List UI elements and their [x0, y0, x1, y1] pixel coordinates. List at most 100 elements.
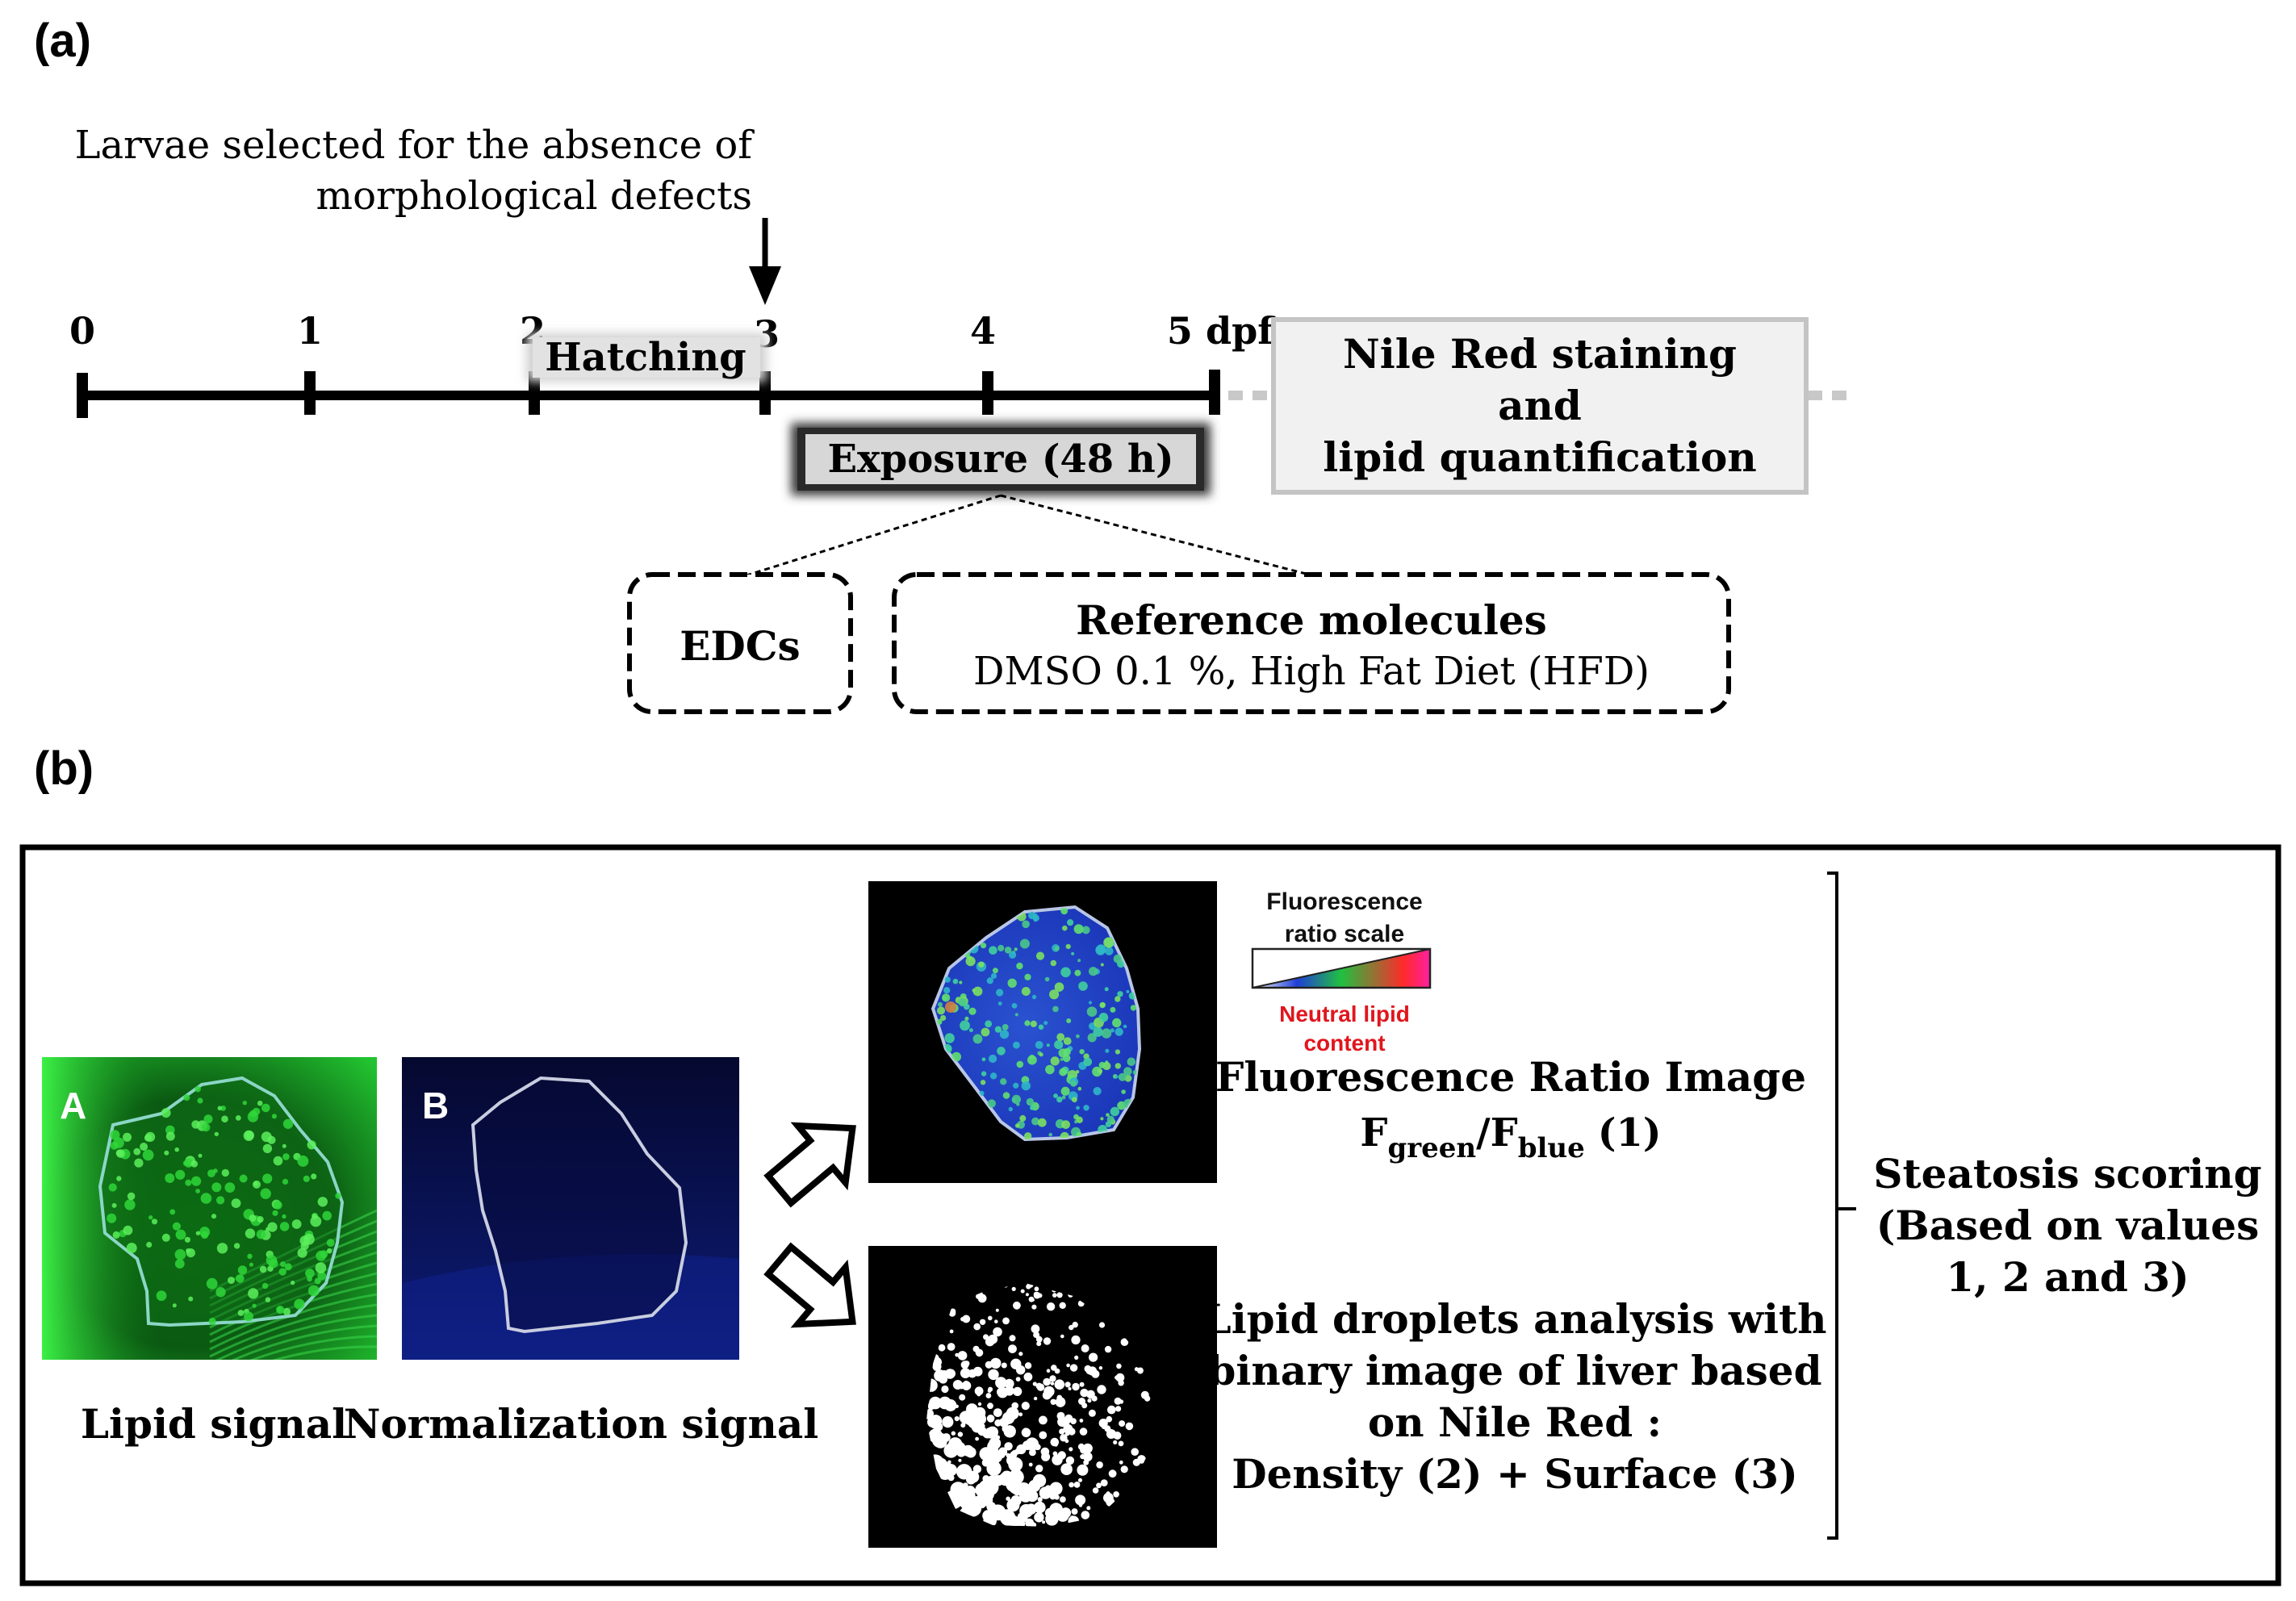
- binary-droplet: [1052, 1293, 1057, 1298]
- ratio-droplet: [1007, 978, 1017, 989]
- binary-droplet: [1050, 1437, 1060, 1447]
- edcs-box: [627, 572, 853, 714]
- binary-droplet: [1043, 1337, 1052, 1345]
- binary-droplet: [1018, 1412, 1023, 1417]
- binary-droplet: [1104, 1425, 1111, 1432]
- lipid-droplet: [169, 1209, 176, 1215]
- binary-droplet: [1025, 1518, 1035, 1527]
- binary-droplet: [982, 1488, 994, 1501]
- reference-molecules-subtitle: DMSO 0.1 %, High Fat Diet (HFD): [973, 649, 1650, 694]
- binary-droplet: [1011, 1402, 1018, 1410]
- binary-droplet: [1035, 1336, 1043, 1343]
- lipid-droplet: [248, 1288, 259, 1299]
- binary-droplet: [938, 1396, 951, 1410]
- image-b-letter: B: [422, 1085, 449, 1127]
- ratio-droplet: [1013, 1041, 1020, 1049]
- lipid-droplet: [280, 1261, 286, 1268]
- binary-droplet: [1059, 1428, 1065, 1435]
- binary-droplet: [927, 1402, 935, 1411]
- lipid-droplet: [126, 1243, 137, 1253]
- lipid-droplet: [107, 1213, 117, 1223]
- ratio-droplet: [964, 1016, 969, 1021]
- binary-droplet: [1054, 1368, 1060, 1374]
- lipid-droplet: [322, 1210, 332, 1221]
- binary-droplet: [1046, 1302, 1056, 1311]
- lipid-droplet: [303, 1175, 310, 1182]
- binary-droplet: [977, 1368, 981, 1372]
- binary-droplet: [1077, 1464, 1089, 1476]
- exposure-connectors: [743, 494, 1310, 578]
- binary-droplet: [1075, 1494, 1086, 1506]
- binary-droplet: [948, 1309, 956, 1317]
- lipid-droplet: [111, 1202, 117, 1208]
- lipid-droplet: [172, 1303, 177, 1308]
- binary-droplet: [1031, 1304, 1037, 1310]
- lipid-droplet: [134, 1158, 144, 1168]
- ratio-droplet: [936, 1018, 943, 1025]
- binary-droplet: [945, 1421, 950, 1426]
- scoring-line3: 1, 2 and 3): [1946, 1253, 2189, 1301]
- ratio-droplet: [951, 1051, 961, 1062]
- ratio-droplet: [1089, 967, 1098, 976]
- binary-droplet: [1046, 1369, 1051, 1373]
- selection-note-line2: morphological defects: [316, 173, 752, 219]
- lipid-droplet: [188, 1296, 194, 1302]
- binary-droplet: [1054, 1456, 1062, 1464]
- binary-droplet: [1050, 1382, 1055, 1386]
- lipid-droplet: [307, 1140, 316, 1150]
- reference-molecules-box: [892, 572, 1731, 714]
- lipid-droplet: [214, 1131, 219, 1137]
- ratio-droplet: [1110, 1028, 1115, 1033]
- binary-droplet: [955, 1404, 959, 1409]
- lipid-droplet: [315, 1262, 327, 1273]
- lipid-droplet: [228, 1277, 235, 1285]
- binary-droplet: [1096, 1482, 1102, 1489]
- binary-droplet: [934, 1369, 946, 1382]
- binary-droplet: [947, 1474, 955, 1482]
- binary-droplet: [1003, 1425, 1016, 1438]
- binary-droplet: [985, 1361, 993, 1369]
- ratio-droplet: [1030, 1020, 1037, 1027]
- ratio-droplet: [968, 1007, 977, 1015]
- ratio-droplet: [1115, 1075, 1119, 1079]
- binary-droplet: [1049, 1482, 1063, 1495]
- ratio-droplet: [1054, 1040, 1064, 1050]
- ratio-droplet: [1077, 959, 1081, 963]
- scoring-line1: Steatosis scoring: [1873, 1150, 2261, 1198]
- ratio-droplet: [1066, 1018, 1072, 1023]
- lipid-droplet: [211, 1214, 217, 1219]
- lipid-droplet: [252, 1303, 257, 1308]
- lipid-droplet: [200, 1193, 212, 1204]
- binary-droplet: [1034, 1444, 1041, 1451]
- ratio-droplet: [1118, 1072, 1127, 1081]
- droplets-line3: on Nile Red :: [1368, 1398, 1662, 1446]
- ratio-droplet: [942, 993, 951, 1002]
- exposure-box: [791, 423, 1211, 495]
- binary-droplet: [1098, 1366, 1103, 1370]
- binary-droplet: [1015, 1377, 1021, 1382]
- binary-droplet: [1031, 1324, 1040, 1334]
- ratio-droplet: [1106, 1115, 1115, 1123]
- lipid-droplet: [174, 1147, 179, 1152]
- lipid-droplet: [282, 1143, 286, 1148]
- binary-droplet: [1068, 1428, 1076, 1436]
- lipid-droplet: [112, 1231, 120, 1239]
- ratio-droplet: [1098, 1013, 1109, 1022]
- ratio-droplet: [1073, 924, 1084, 934]
- lipid-droplet: [123, 1132, 132, 1142]
- ratio-droplet: [1126, 989, 1130, 993]
- binary-droplet: [1032, 1382, 1037, 1386]
- binary-droplet: [1113, 1491, 1119, 1498]
- binary-droplet: [1021, 1402, 1030, 1411]
- lipid-droplet: [175, 1169, 186, 1180]
- selection-arrow-icon: [749, 218, 781, 305]
- binary-droplet: [946, 1369, 956, 1378]
- lipid-droplet: [217, 1106, 223, 1111]
- binary-droplet: [1039, 1515, 1044, 1520]
- ratio-droplet: [981, 1027, 990, 1037]
- ratio-droplet: [1113, 954, 1123, 964]
- lipid-droplet: [278, 1268, 286, 1276]
- binary-droplet: [1116, 1363, 1122, 1369]
- binary-droplet: [1031, 1440, 1035, 1444]
